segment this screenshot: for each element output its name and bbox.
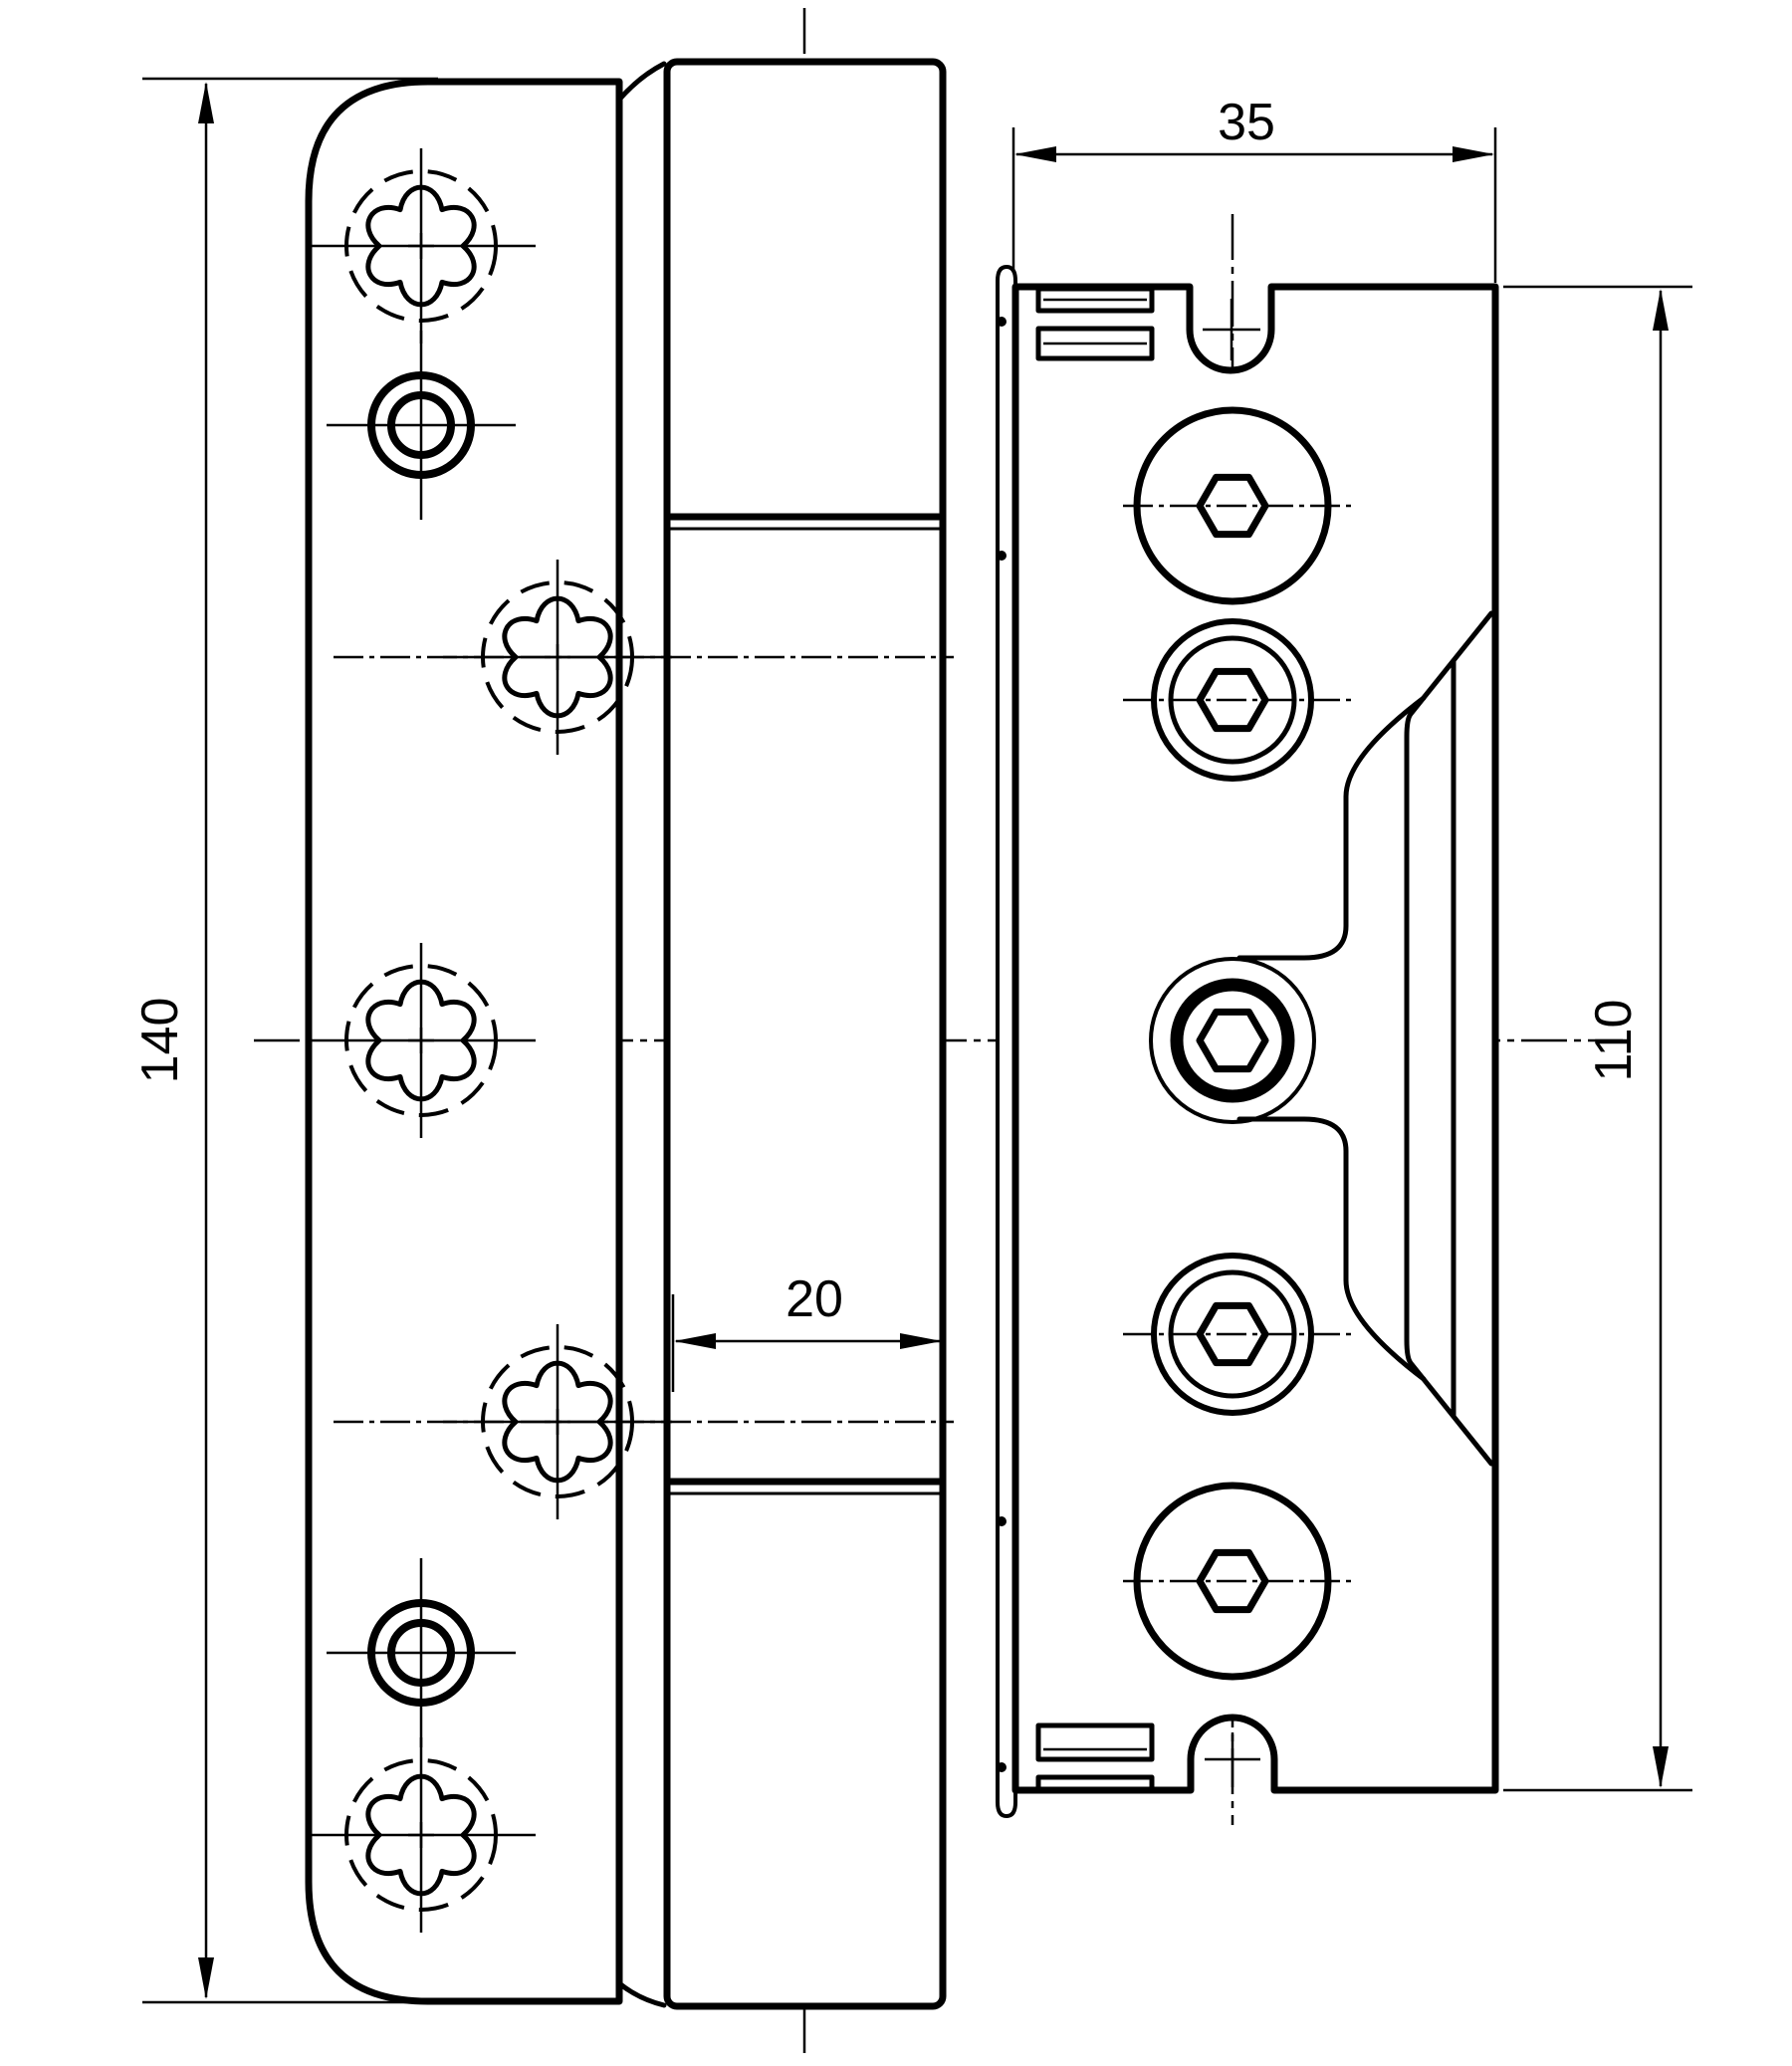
hinge-leaf-view bbox=[254, 8, 1623, 2053]
dim-label-35: 35 bbox=[1218, 94, 1275, 151]
plate-mark-1 bbox=[997, 317, 1007, 327]
dimension-35: 35 bbox=[1011, 94, 1497, 283]
frame-screw-2 bbox=[1151, 618, 1314, 782]
frame-body-outline bbox=[1011, 283, 1499, 1794]
frame-screw-5 bbox=[1133, 1482, 1332, 1681]
dimension-20: 20 bbox=[671, 1270, 942, 1392]
plate-mark-4 bbox=[997, 1762, 1007, 1772]
hinge-barrel bbox=[663, 58, 947, 2010]
frame-part-view bbox=[996, 214, 1499, 1825]
frame-screw-4 bbox=[1151, 1253, 1314, 1416]
top-clip-slots bbox=[1035, 286, 1155, 361]
dimension-140: 140 bbox=[131, 77, 438, 2004]
leaf-barrel-junction-bottom bbox=[616, 1980, 667, 2008]
frame-screw-center bbox=[1149, 957, 1316, 1124]
frame-screw-1 bbox=[1133, 406, 1332, 605]
plate-mark-3 bbox=[997, 1516, 1007, 1526]
frame-plate-edge bbox=[996, 265, 1017, 1818]
dim-label-140: 140 bbox=[131, 998, 189, 1084]
leaf-barrel-junction-top bbox=[616, 61, 667, 103]
dimension-110: 110 bbox=[1503, 285, 1692, 1792]
bottom-clip-slots bbox=[1035, 1722, 1155, 1793]
dim-label-110: 110 bbox=[1585, 1000, 1643, 1082]
dim-label-20: 20 bbox=[785, 1270, 843, 1328]
plate-mark-2 bbox=[997, 551, 1007, 561]
frame-pocket-profile bbox=[1236, 610, 1494, 1467]
